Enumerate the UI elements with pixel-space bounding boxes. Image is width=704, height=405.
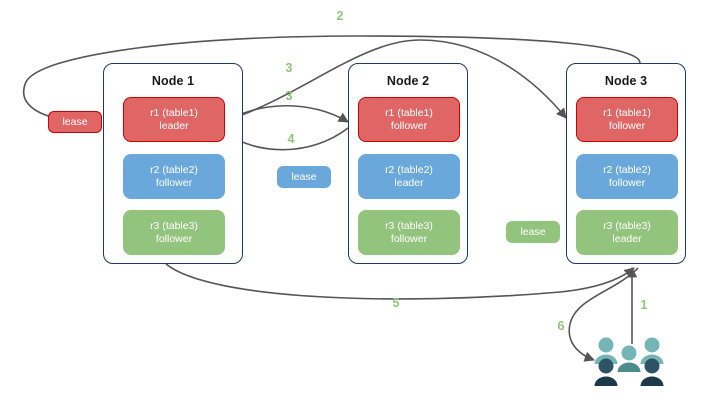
- lease-label: lease: [62, 116, 88, 128]
- replica-role: leader: [612, 232, 642, 245]
- replica-node2-r1[interactable]: r1 (table1) follower: [358, 97, 460, 142]
- users-group-icon: [594, 337, 664, 386]
- replica-name: r1 (table1): [603, 106, 651, 119]
- step-label-1: 1: [640, 298, 648, 312]
- replica-name: r3 (table3): [150, 219, 198, 232]
- edge-step-5: [165, 263, 635, 300]
- node-title-2: Node 2: [386, 74, 430, 88]
- replica-node3-r2[interactable]: r2 (table2) follower: [576, 154, 678, 199]
- replica-node2-r2[interactable]: r2 (table2) leader: [358, 154, 460, 199]
- replica-name: r3 (table3): [385, 219, 433, 232]
- replica-role: leader: [394, 176, 424, 189]
- lease-box-green[interactable]: lease: [506, 221, 560, 243]
- replica-role: follower: [155, 232, 193, 245]
- step-label-2: 2: [336, 9, 344, 23]
- replica-node1-r2[interactable]: r2 (table2) follower: [123, 154, 225, 199]
- replica-role: follower: [390, 232, 428, 245]
- node-container-1[interactable]: Node 1 r1 (table1) leader r2 (table2) fo…: [103, 63, 243, 264]
- lease-label: lease: [520, 226, 546, 238]
- node-container-3[interactable]: Node 3 r1 (table1) follower r2 (table2) …: [566, 63, 686, 264]
- node-title-1: Node 1: [151, 74, 195, 88]
- replica-node2-r3[interactable]: r3 (table3) follower: [358, 210, 460, 255]
- lease-box-red[interactable]: lease: [48, 111, 102, 133]
- lease-box-blue[interactable]: lease: [277, 166, 331, 188]
- node-title-3: Node 3: [604, 74, 648, 88]
- replica-role: follower: [155, 176, 193, 189]
- replica-name: r1 (table1): [385, 106, 433, 119]
- replica-role: follower: [390, 119, 428, 132]
- step-label-3-upper: 3: [285, 61, 293, 75]
- replica-name: r2 (table2): [603, 163, 651, 176]
- node-container-2[interactable]: Node 2 r1 (table1) follower r2 (table2) …: [348, 63, 468, 264]
- replica-node3-r1[interactable]: r1 (table1) follower: [576, 97, 678, 142]
- replica-node1-r1[interactable]: r1 (table1) leader: [123, 97, 225, 142]
- replica-name: r2 (table2): [385, 163, 433, 176]
- replica-node3-r3[interactable]: r3 (table3) leader: [576, 210, 678, 255]
- lease-label: lease: [291, 171, 317, 183]
- replica-role: leader: [159, 119, 189, 132]
- replica-name: r1 (table1): [150, 106, 198, 119]
- replica-role: follower: [608, 119, 646, 132]
- step-label-6: 6: [557, 319, 565, 333]
- replica-name: r3 (table3): [603, 219, 651, 232]
- step-label-4: 4: [287, 132, 295, 146]
- step-label-5: 5: [392, 296, 400, 310]
- replica-role: follower: [608, 176, 646, 189]
- replica-node1-r3[interactable]: r3 (table3) follower: [123, 210, 225, 255]
- step-label-3-lower: 3: [285, 89, 293, 103]
- replica-name: r2 (table2): [150, 163, 198, 176]
